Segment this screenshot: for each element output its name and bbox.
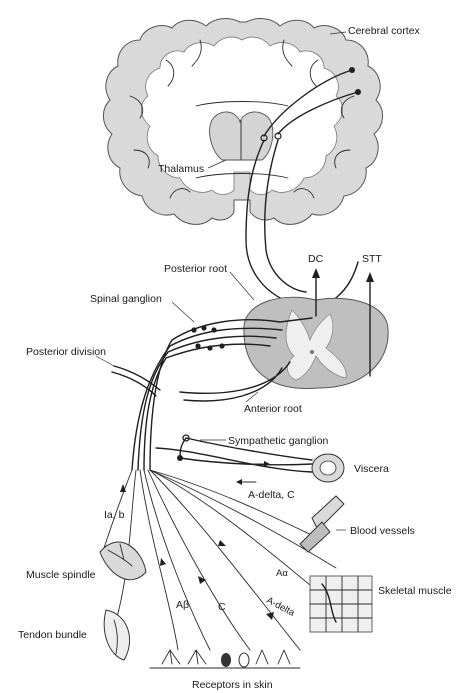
brain-section [103,19,382,225]
viscera [236,454,344,485]
label-receptors-in-skin: Receptors in skin [192,679,273,691]
label-stt: STT [362,253,382,265]
muscle-spindle [100,542,146,580]
tendon-bundle [104,610,129,660]
label-cerebral-cortex: Cerebral cortex [348,25,421,37]
skeletal-muscle [310,576,372,632]
label-ia-b: Ia, b [104,509,125,521]
label-a-beta: Aβ [176,599,189,611]
label-sympathetic-ganglion: Sympathetic ganglion [228,435,329,447]
label-tendon-bundle: Tendon bundle [18,629,87,641]
label-anterior-root: Anterior root [244,403,302,415]
blood-vessels [300,496,346,552]
fiber-arrows [120,484,274,620]
label-thalamus: Thalamus [158,163,204,175]
skin-receptors [150,650,300,668]
label-a-delta-c: A-delta, C [248,489,295,501]
label-c: C [218,601,226,613]
label-skeletal-muscle: Skeletal muscle [378,585,452,597]
label-spinal-ganglion: Spinal ganglion [90,293,162,305]
label-posterior-division: Posterior division [26,346,106,358]
label-a-alpha: Aα [276,568,288,579]
label-muscle-spindle: Muscle spindle [26,569,96,581]
label-posterior-root: Posterior root [164,263,227,275]
label-viscera: Viscera [354,463,389,475]
label-dc: DC [308,253,324,265]
label-blood-vessels: Blood vessels [350,525,415,537]
